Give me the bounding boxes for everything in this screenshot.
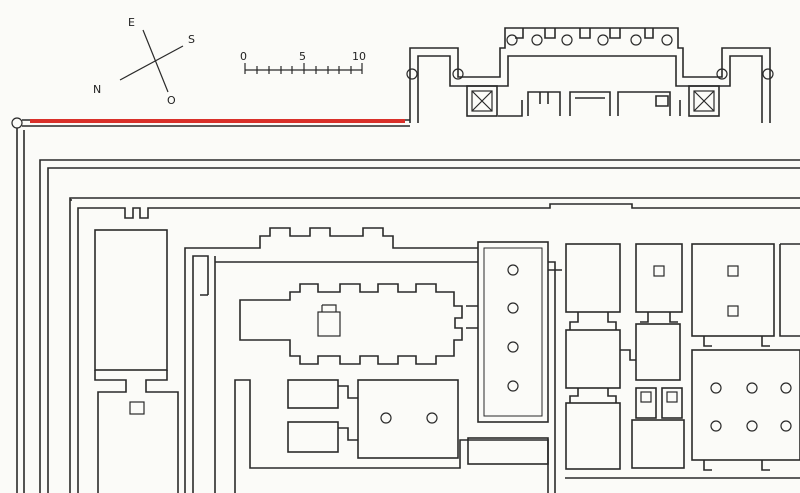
hypostyle-hall bbox=[477, 241, 549, 423]
scale-label-10: 10 bbox=[352, 50, 366, 63]
compass-axis-n-s bbox=[119, 45, 184, 81]
southwest-rooms bbox=[234, 379, 549, 493]
room-sw-annex bbox=[467, 437, 549, 465]
temple-shrine bbox=[317, 311, 341, 337]
west-halls bbox=[94, 227, 478, 493]
room-e-4 bbox=[635, 243, 683, 313]
room-e-1 bbox=[565, 243, 621, 313]
room-e-6 bbox=[631, 419, 685, 469]
compass-label-east: E bbox=[128, 16, 135, 29]
compass-label-south: S bbox=[188, 33, 195, 46]
corner-tower-marker bbox=[11, 117, 23, 129]
hall-west-south-niche bbox=[129, 401, 145, 415]
compass-axis-e-o bbox=[142, 29, 169, 93]
hall-west-north bbox=[94, 229, 168, 371]
scale-label-0: 0 bbox=[240, 50, 247, 63]
room-e-7 bbox=[691, 243, 775, 337]
outer-wall bbox=[11, 117, 410, 493]
inner-walls bbox=[39, 159, 800, 493]
room-e-3 bbox=[565, 402, 621, 470]
columned-room-east bbox=[691, 349, 800, 461]
scale-label-5: 5 bbox=[299, 50, 306, 63]
gatehouse bbox=[406, 27, 774, 123]
scale-bar: 0 5 10 bbox=[240, 50, 366, 74]
columned-hall bbox=[477, 241, 562, 493]
room-sw-1 bbox=[287, 379, 339, 409]
room-sw-hall bbox=[357, 379, 459, 459]
east-rooms bbox=[565, 243, 800, 479]
central-temple bbox=[239, 283, 478, 365]
room-e-5 bbox=[635, 323, 681, 381]
room-sw-2 bbox=[287, 421, 339, 453]
compass-label-west: O bbox=[167, 94, 176, 107]
compass-label-north: N bbox=[93, 83, 101, 96]
gate-tower-left bbox=[466, 85, 498, 117]
room-e-2 bbox=[565, 329, 621, 389]
gate-tower-right bbox=[688, 85, 720, 117]
compass-rose: N E S O bbox=[93, 16, 195, 107]
